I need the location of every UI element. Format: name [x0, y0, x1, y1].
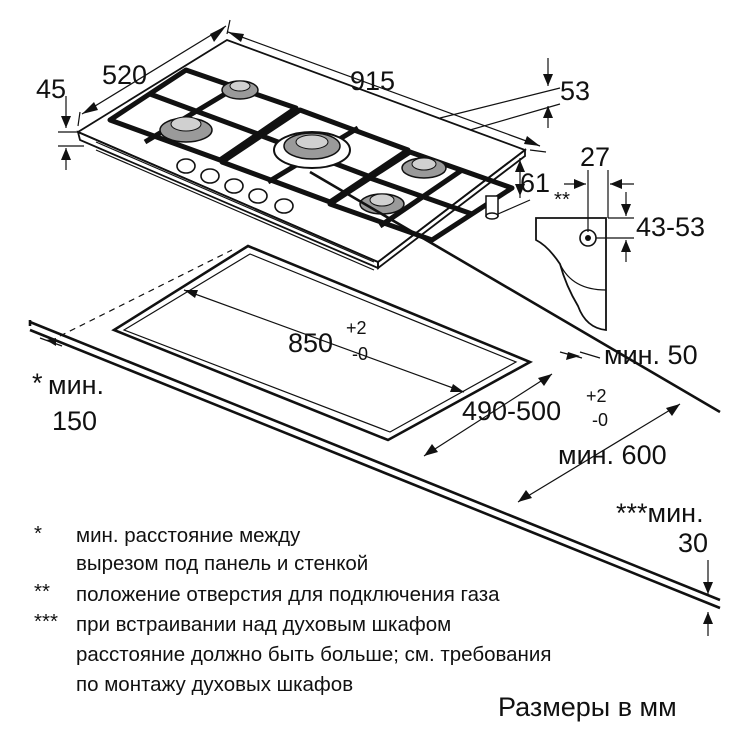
knob: [176, 158, 196, 174]
label-gas-marker: **: [554, 188, 570, 211]
footnotes: * мин. расстояние между вырезом под пане…: [34, 522, 677, 722]
hob-drawing: [76, 39, 527, 271]
note-3-line-1: при встраивании над духовым шкафом: [76, 613, 451, 636]
worktop-dimension-lines: [39, 337, 713, 636]
label-cutout-850-tol-plus: +2: [346, 318, 367, 338]
pan-support-right: [327, 149, 515, 243]
label-height-45: 45: [36, 74, 66, 104]
label-oven-30: 30: [678, 528, 708, 558]
knob: [248, 188, 268, 204]
label-oven-marker: ***мин.: [616, 498, 704, 528]
label-pipe-61: 61: [520, 168, 550, 198]
control-strip-line: [95, 141, 375, 263]
label-height-53: 53: [560, 76, 590, 106]
label-cutout-850: 850: [288, 328, 333, 358]
connector-side-detail: [535, 170, 634, 331]
hob-dimension-lines: [58, 19, 561, 215]
note-3-line-3: по монтажу духовых шкафов: [76, 673, 353, 696]
knob: [200, 168, 220, 184]
control-strip-line: [95, 149, 375, 271]
label-connector-43-53: 43-53: [636, 212, 705, 242]
label-cutout-850-tol-minus: -0: [352, 344, 368, 364]
label-depth-520: 520: [102, 60, 147, 90]
worktop-back-edge-lower: [29, 328, 721, 610]
label-wall-min: мин.: [48, 370, 104, 400]
note-3-line-2: расстояние должно быть больше; см. требо…: [76, 643, 551, 666]
label-min-50: мин. 50: [604, 340, 698, 370]
knob: [224, 178, 244, 194]
note-3-marker: ***: [34, 610, 58, 633]
label-connector-27: 27: [580, 142, 610, 172]
label-min-600: мин. 600: [558, 440, 667, 470]
note-1-line-2: вырезом под панель и стенкой: [76, 552, 368, 575]
gas-pipe: [485, 195, 499, 220]
worktop: [28, 170, 721, 610]
label-cutout-490-500: 490-500: [462, 396, 561, 426]
burner-rear-left: [221, 80, 259, 100]
worktop-back-edge: [29, 320, 721, 602]
burner-rear-right: [401, 157, 447, 179]
control-knobs: [176, 158, 294, 214]
burner-wok: [273, 131, 351, 169]
cutout-outer: [111, 244, 534, 442]
note-2-marker: **: [34, 580, 50, 603]
hob-right-edge: [377, 148, 526, 270]
label-wall-star: *: [32, 368, 43, 398]
cutout: [111, 244, 553, 457]
label-wall-150: 150: [52, 406, 97, 436]
note-1-marker: *: [34, 522, 42, 545]
cutout-inner: [122, 253, 518, 433]
note-1-line-1: мин. расстояние между: [76, 524, 301, 547]
note-2-line-1: положение отверстия для подключения газа: [76, 583, 500, 606]
dimension-labels: 520 915 45 53 61 27 ** 43-53 850 +2 -0 4…: [32, 60, 708, 558]
label-cutout-490-tol-minus: -0: [592, 410, 608, 430]
label-cutout-490-tol-plus: +2: [586, 386, 607, 406]
knob: [274, 198, 294, 214]
worktop-front-edge: [309, 170, 721, 414]
burner-front-left: [159, 116, 213, 143]
label-width-915: 915: [350, 66, 395, 96]
wall-line-dashed: [59, 249, 233, 337]
units-caption: Размеры в мм: [498, 692, 677, 722]
